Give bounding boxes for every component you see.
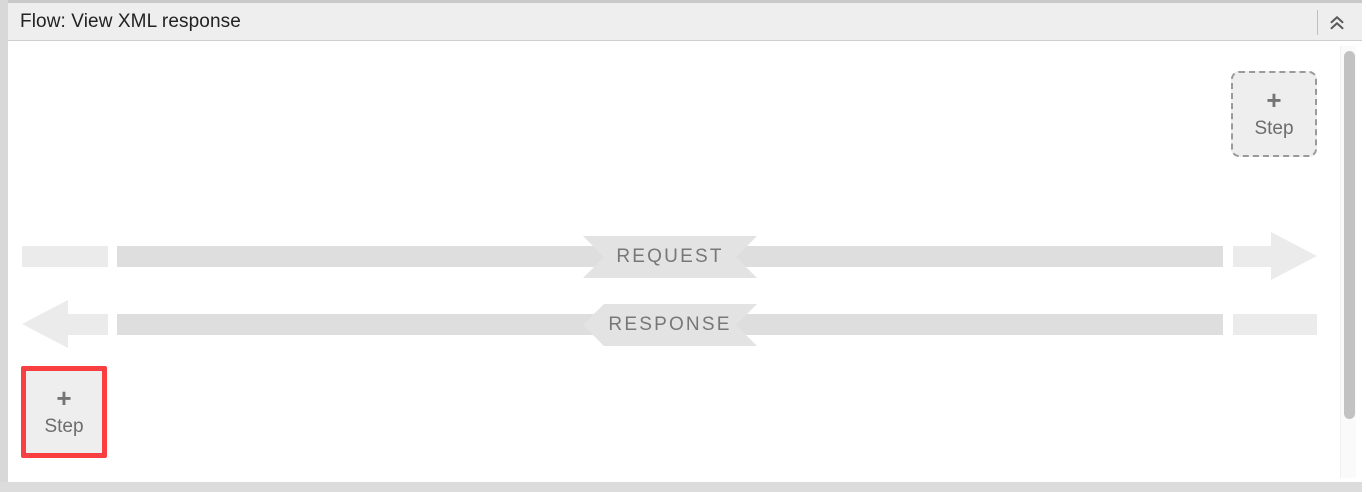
request-arrow-head-icon [1233,232,1317,280]
plus-icon: + [56,382,72,413]
request-left-stub [22,246,108,267]
flow-canvas: + Step REQUEST RESPONSE [9,42,1331,482]
add-step-button-top-right[interactable]: + Step [1231,71,1317,157]
request-flow-row: REQUEST [9,232,1331,280]
vertical-scrollbar[interactable] [1340,46,1356,478]
response-right-stub [1233,314,1317,335]
header-divider [1317,10,1318,35]
page-title: Flow: View XML response [20,11,241,32]
response-flow-row: RESPONSE [9,300,1331,348]
collapse-panel-button[interactable] [1320,7,1354,39]
panel-frame-top [0,0,1366,3]
add-step-label: Step [44,415,84,437]
double-chevron-up-icon [1328,14,1346,32]
add-step-label: Step [1254,117,1294,139]
panel-frame-bottom [0,482,1366,492]
plus-icon: + [1266,84,1282,115]
panel-header: Flow: View XML response [8,3,1362,41]
request-label: REQUEST [616,246,724,267]
request-banner: REQUEST [583,236,757,278]
response-banner: RESPONSE [583,304,757,346]
response-arrow-head-icon [22,300,108,348]
panel-frame-right [1362,0,1366,492]
add-step-button-bottom-left[interactable]: + Step [21,366,107,458]
vertical-scrollbar-thumb[interactable] [1344,51,1355,419]
panel-frame-left [0,0,8,492]
response-label: RESPONSE [608,314,732,335]
